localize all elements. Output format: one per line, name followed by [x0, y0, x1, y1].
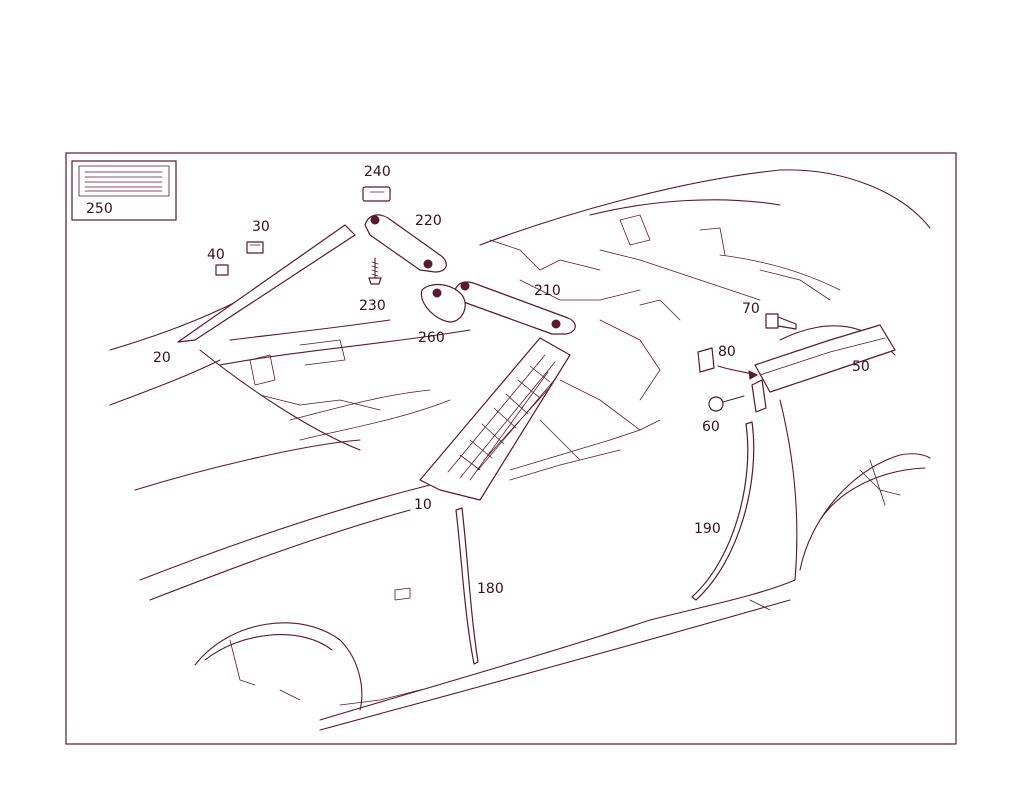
part-50-trim-panel	[751, 324, 896, 413]
part-40-clip	[215, 264, 229, 276]
callout-220: 220	[415, 213, 442, 229]
callout-180: 180	[477, 581, 504, 597]
callout-20: 20	[153, 350, 171, 366]
callout-80: 80	[718, 344, 736, 360]
callout-190: 190	[694, 521, 721, 537]
part-180-seal	[455, 507, 479, 665]
callout-260: 260	[418, 330, 445, 346]
part-10-cowl-grille	[419, 337, 571, 501]
callout-230: 230	[359, 298, 386, 314]
part-260-cap	[420, 284, 466, 323]
callout-10: 10	[414, 497, 432, 513]
callout-60: 60	[702, 419, 720, 435]
part-230-screw	[368, 257, 382, 285]
part-220-sun-visor	[364, 214, 447, 273]
part-240-clip	[362, 186, 391, 202]
callout-240: 240	[364, 164, 391, 180]
part-20-pillar-trim	[177, 224, 356, 343]
callout-70: 70	[742, 301, 760, 317]
legend-box	[71, 160, 177, 221]
callout-30: 30	[252, 219, 270, 235]
part-30-clip	[246, 241, 264, 254]
car-body	[109, 169, 931, 731]
part-210-sun-visor	[454, 281, 576, 335]
callout-50: 50	[852, 359, 870, 375]
callout-40: 40	[207, 247, 225, 263]
diagram-frame	[65, 152, 957, 745]
callout-210: 210	[534, 283, 561, 299]
part-80-clip	[697, 347, 715, 373]
arrow-head-icon	[748, 370, 759, 380]
part-190-seal	[691, 421, 755, 601]
part-70-bolt	[765, 313, 797, 330]
part-60-bolt	[708, 395, 745, 412]
callout-250: 250	[86, 201, 113, 217]
